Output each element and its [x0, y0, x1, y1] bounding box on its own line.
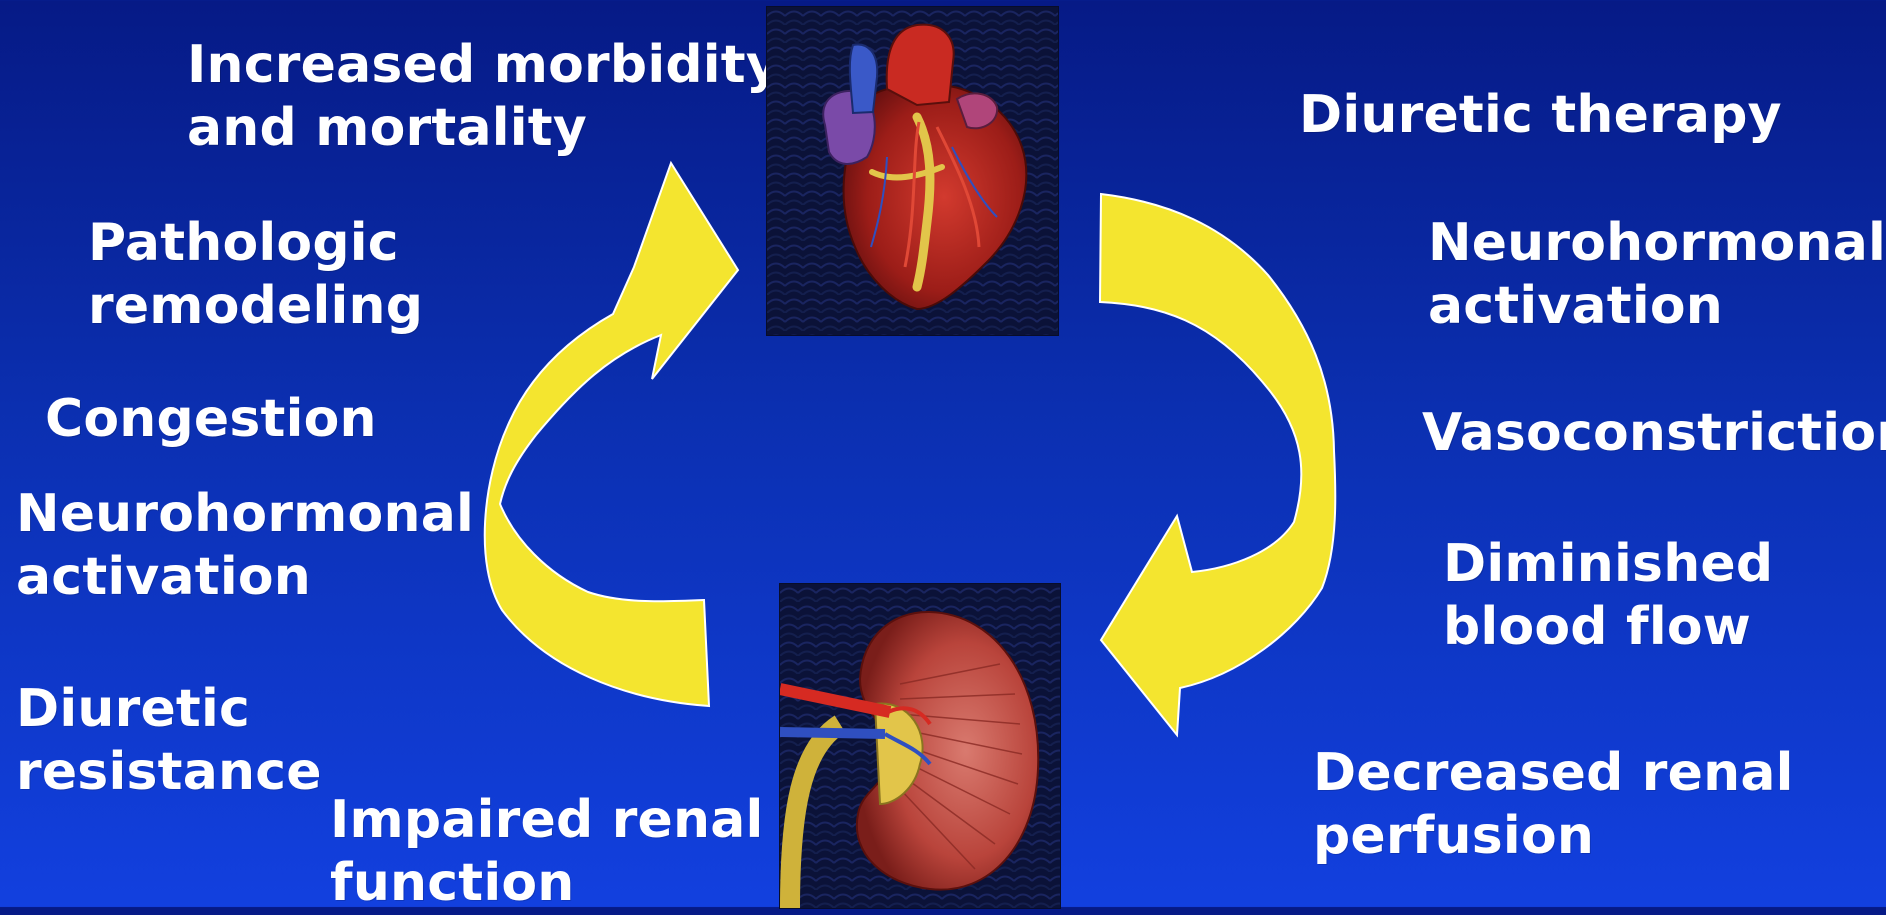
label-diuretic-therapy: Diuretic therapy: [1299, 84, 1782, 147]
kidney-image: [779, 583, 1061, 909]
heart-illustration-icon: [767, 7, 1058, 335]
left-up-arrow: [485, 163, 738, 706]
label-diuretic-resistance: Diuretic resistance: [16, 678, 322, 804]
label-impaired-renal: Impaired renal function: [330, 789, 764, 915]
label-increased-morbidity: Increased morbidity and mortality: [187, 34, 780, 160]
label-congestion: Congestion: [45, 388, 377, 451]
heart-image: [766, 6, 1059, 336]
label-pathologic-remodeling: Pathologic remodeling: [88, 212, 423, 338]
right-down-arrow: [1100, 194, 1335, 735]
label-neurohormonal-right: Neurohormonal activation: [1428, 212, 1886, 338]
kidney-illustration-icon: [780, 584, 1060, 908]
label-diminished-blood-flow: Diminished blood flow: [1443, 533, 1773, 659]
label-decreased-renal-perfusion: Decreased renal perfusion: [1313, 742, 1794, 868]
label-vasoconstriction: Vasoconstriction: [1422, 402, 1886, 465]
label-neurohormonal-left: Neurohormonal activation: [16, 483, 474, 609]
